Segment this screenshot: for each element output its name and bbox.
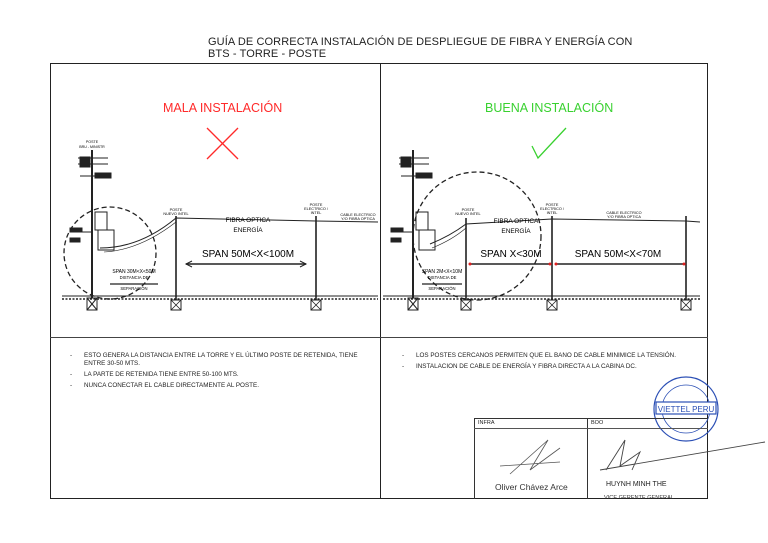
signature-header-line (474, 428, 708, 429)
title-line-2: BTS - TORRE - POSTE (208, 48, 327, 60)
good-installation-heading: BUENA INSTALACIÓN (485, 101, 614, 115)
left-pole-electric (310, 216, 322, 311)
left-span-small: SPAN 30M<X<50M (112, 269, 155, 275)
right-distancia: DISTANCIA DE (428, 275, 457, 280)
infra-signature-scribble (499, 439, 561, 475)
boo-signer-name: HUYNH MINH THE (606, 481, 667, 488)
left-fibra-label: FIBRA OPTICA (226, 217, 271, 224)
infra-label: INFRA (478, 420, 495, 426)
right-pole-electric (680, 216, 692, 311)
right-ground (383, 295, 700, 300)
right-poste-nuevo: POSTE (462, 208, 475, 212)
left-tower (69, 150, 115, 311)
left-span-arrow (184, 260, 308, 268)
right-span-small: SPAN 2M<X<10M (422, 269, 462, 275)
right-poste-nuevo-2: NUEVO INTEL (455, 212, 480, 216)
bad-installation-notes: ESTO GENERA LA DISTANCIA ENTRE LA TORRE … (70, 352, 370, 393)
notes-divider (50, 337, 708, 338)
left-span-main: SPAN 50M<X<100M (202, 249, 294, 260)
right-poste-electrico-2: ELECTRICO / (540, 207, 565, 211)
boo-label: BOO (591, 420, 604, 426)
left-poste-nuevo-2: NUEVO INTEL (163, 212, 188, 216)
bad-note: NUNCA CONECTAR EL CABLE DIRECTAMENTE AL … (70, 382, 370, 390)
right-cable (429, 218, 701, 245)
check-mark-icon (531, 127, 567, 160)
left-focus-circle (63, 206, 157, 300)
right-poste-electrico-3: INTEL (547, 211, 558, 215)
good-note: INSTALACION DE CABLE DE ENERGÍA Y FIBRA … (402, 363, 702, 371)
boo-signature-scribble (599, 439, 766, 471)
signature-table (474, 418, 708, 499)
right-separacion: SEPARACIÓN (428, 286, 455, 291)
left-energia-label: ENERGÍA (233, 225, 263, 234)
good-installation-notes: LOS POSTES CERCANOS PERMITEN QUE EL BANO… (402, 352, 702, 374)
infra-signer-name: Oliver Chávez Arce (495, 482, 568, 492)
left-poste-electrico: POSTE (310, 203, 323, 207)
right-span-a: SPAN X<30M (480, 249, 541, 260)
panel-divider (380, 63, 381, 499)
left-poste-electrico-2: ELECTRICO / (304, 207, 329, 211)
right-tower (390, 150, 436, 311)
right-fibra-label: FIBRA OPTICA (494, 218, 539, 225)
bad-note: LA PARTE DE RETENIDA TIENE ENTRE 50-100 … (70, 371, 370, 379)
signature-divider (587, 418, 588, 499)
bad-note: ESTO GENERA LA DISTANCIA ENTRE LA TORRE … (70, 352, 370, 368)
left-cable-electrico: CABLE ELECTRICO (340, 213, 375, 217)
right-pole-mid (546, 216, 558, 311)
document-title: GUÍA DE CORRECTA INSTALACIÓN DE DESPLIEG… (208, 36, 632, 60)
right-poste-electrico: POSTE (546, 203, 559, 207)
right-span-b: SPAN 50M<X<70M (575, 249, 662, 260)
x-mark-icon (206, 127, 239, 160)
left-poste-nuevo: POSTE (170, 208, 183, 212)
good-note: LOS POSTES CERCANOS PERMITEN QUE EL BANO… (402, 352, 702, 360)
left-cable-2 (103, 221, 177, 253)
left-poste-electrico-3: INTEL (311, 211, 322, 215)
left-pole-label-2: BRU - MINISTR (79, 145, 105, 149)
right-cable-electrico-2: Y/O FIBRA OPTICA (607, 215, 641, 219)
title-line-1: GUÍA DE CORRECTA INSTALACIÓN DE DESPLIEG… (208, 36, 633, 48)
viettel-stamp-icon (653, 376, 719, 442)
right-focus-circle (412, 171, 542, 301)
right-span-b-arrow (554, 262, 686, 266)
right-cable-2 (431, 227, 467, 249)
left-separacion: SEPARACIÓN (120, 286, 147, 291)
left-pole-label: POSTE (86, 140, 99, 144)
left-distancia: DISTANCIA DE (120, 275, 149, 280)
left-cable-electrico-2: Y/O FIBRA OPTICA (341, 217, 375, 221)
right-energia-label: ENERGÍA (501, 226, 531, 235)
right-span-a-arrow (468, 262, 552, 266)
bad-installation-heading: MALA INSTALACIÓN (163, 101, 283, 115)
drawing-frame (50, 63, 708, 499)
left-pole-new (170, 216, 182, 311)
right-pole-new (460, 218, 472, 311)
stamp-text: VIETTEL PERU (658, 405, 715, 414)
right-cable-electrico: CABLE ELECTRICO (606, 211, 641, 215)
boo-signer-role: VICE GERENTE GENERAL (604, 495, 674, 501)
